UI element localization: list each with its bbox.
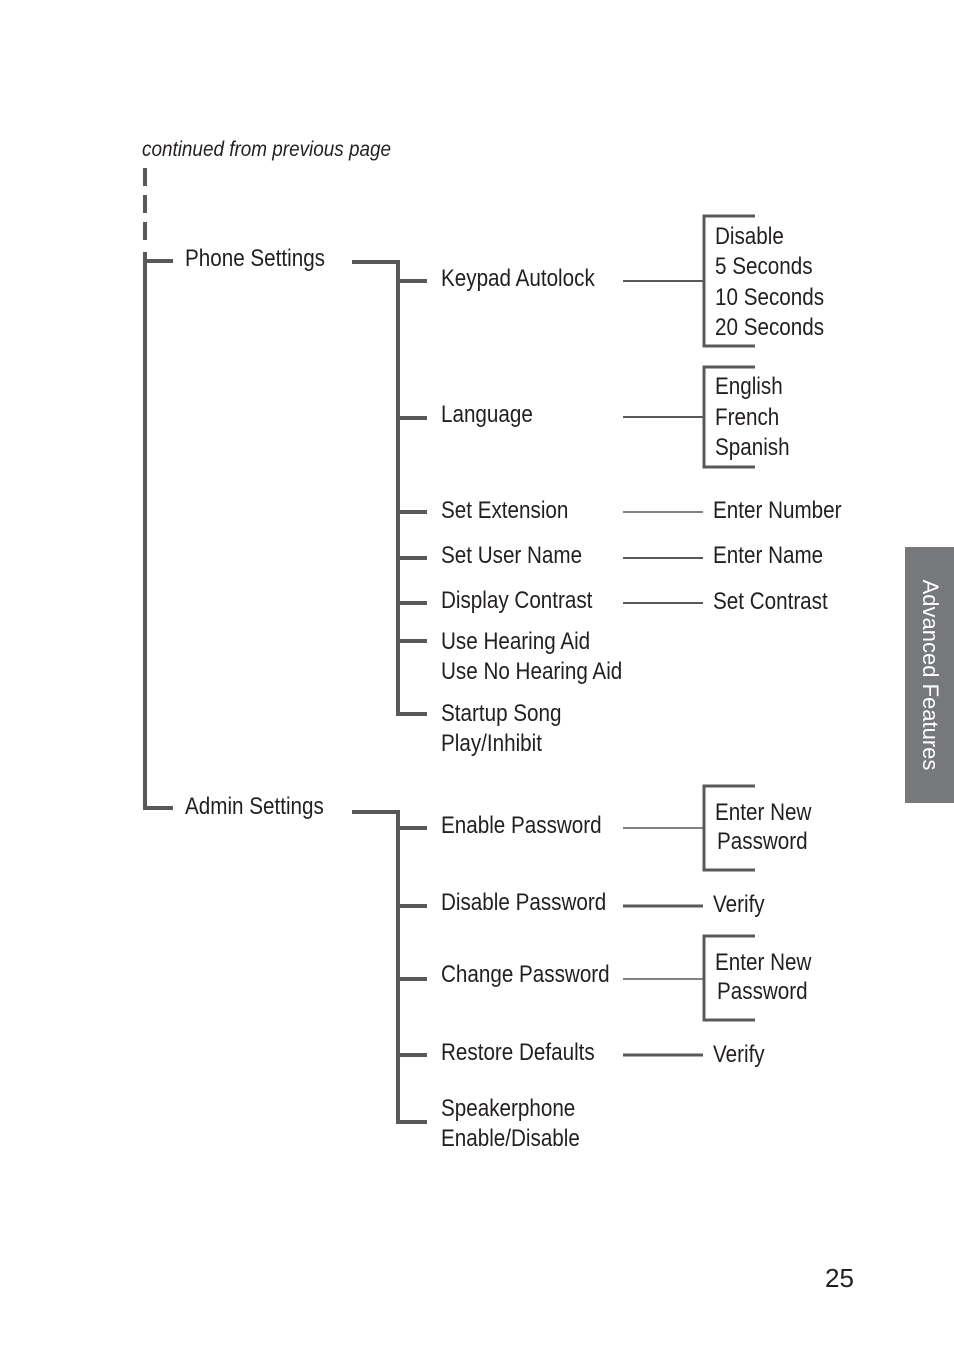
change-password-result-line1: Enter New [715,949,812,976]
hearing-aid-line1: Use Hearing Aid [441,628,591,655]
set-user-name-result: Enter Name [713,542,824,569]
keypad-autolock-label: Keypad Autolock [441,265,595,292]
section-side-tab: Advanced Features [905,547,954,803]
autolock-option: Disable [715,223,784,250]
autolock-option: 20 Seconds [715,314,825,341]
enable-password-result-line2: Password [717,828,808,855]
startup-song-line1: Startup Song [441,700,562,727]
autolock-option: 10 Seconds [715,284,825,311]
phone-settings-label: Phone Settings [185,245,326,272]
change-password-label: Change Password [441,961,610,988]
enable-password-result-line1: Enter New [715,799,812,826]
language-option: English [715,373,783,400]
hearing-aid-line2: Use No Hearing Aid [441,658,623,685]
speakerphone-line1: Speakerphone [441,1095,576,1122]
side-tab-label: Advanced Features [917,579,943,771]
language-label: Language [441,401,533,428]
autolock-option: 5 Seconds [715,253,813,280]
set-user-name-label: Set User Name [441,542,583,569]
speakerphone-line2: Enable/Disable [441,1125,580,1152]
admin-settings-label: Admin Settings [185,793,324,820]
restore-defaults-label: Restore Defaults [441,1039,595,1066]
disable-password-result: Verify [713,891,765,918]
disable-password-label: Disable Password [441,889,607,916]
restore-defaults-result: Verify [713,1041,765,1068]
continued-note: continued from previous page [142,138,392,161]
display-contrast-label: Display Contrast [441,587,593,614]
display-contrast-result: Set Contrast [713,588,828,615]
set-extension-label: Set Extension [441,497,569,524]
set-extension-result: Enter Number [713,497,842,524]
language-option: Spanish [715,434,790,461]
page-number: 25 [825,1263,854,1293]
startup-song-line2: Play/Inhibit [441,730,542,757]
enable-password-label: Enable Password [441,812,602,839]
change-password-result-line2: Password [717,978,808,1005]
language-option: French [715,404,780,431]
